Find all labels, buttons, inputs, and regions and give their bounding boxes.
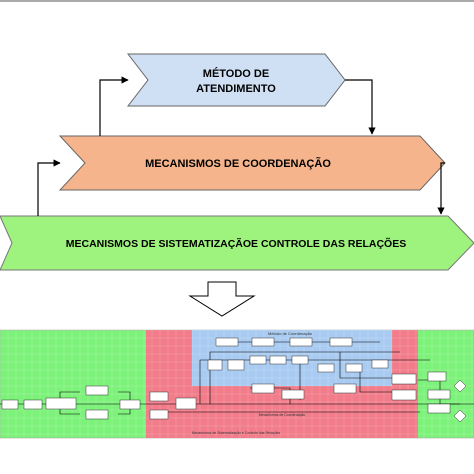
metodo-line1: MÉTODO DE [203, 67, 269, 80]
flowchart-middle-label: Mecanismos de Coordenação [259, 413, 306, 417]
sistematizacao-label: MECANISMOS DE SISTEMATIZAÇÃOE CONTROLE D… [66, 237, 407, 250]
down-arrow-icon [188, 281, 256, 317]
coordenacao-label: MECANISMOS DE COORDENAÇÃO [145, 157, 331, 170]
mecanismos-sistematizacao-block [0, 215, 474, 271]
metodo-atendimento-block [126, 53, 346, 107]
flowchart-decision-node-2 [453, 409, 467, 423]
flowchart-bottom-label: Mecanismos de Sistematização e Controle … [192, 431, 281, 435]
flowchart-grid [0, 329, 474, 438]
connector-sist-to-coord [37, 159, 61, 216]
connector-metodo-to-coord [345, 79, 376, 135]
flowchart-thumbnail: Método de Coordenação Mecanismos de Coor… [0, 329, 474, 439]
mecanismos-coordenacao-block [58, 135, 446, 191]
metodo-line2: ATENDIMENTO [196, 83, 276, 95]
connector-coord-to-sist [437, 162, 445, 215]
flowchart-decision-node [453, 379, 467, 393]
flowchart-top-label: Método de Coordenação [268, 331, 313, 336]
flowchart-boxes [1, 337, 451, 420]
connector-coord-to-metodo [99, 76, 129, 136]
